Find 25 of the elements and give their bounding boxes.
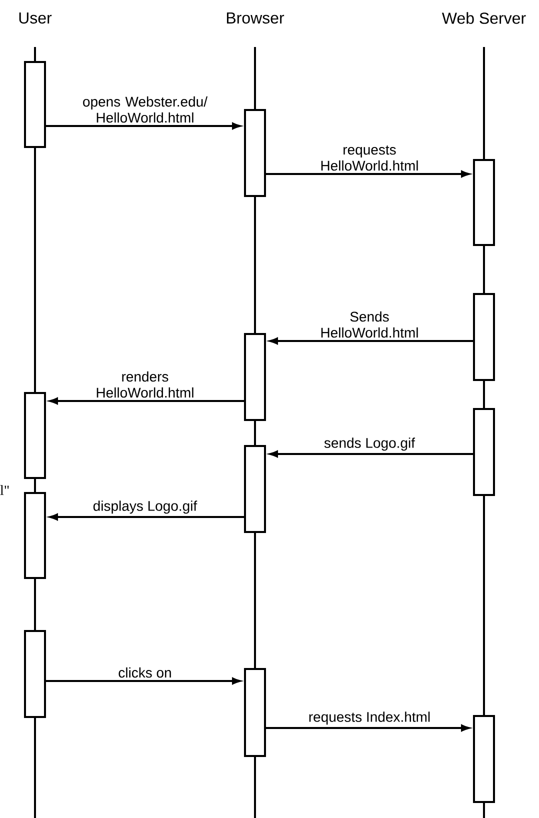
edge-label: renders HelloWorld.html	[96, 371, 194, 398]
activation-bar	[473, 293, 495, 381]
edge-label: displays Logo.gif	[93, 500, 198, 514]
lifeline-header: Browser	[226, 12, 284, 24]
activation-bar	[244, 109, 266, 197]
activation-bar	[473, 159, 495, 246]
edge-label: clicks on	[118, 667, 171, 678]
activation-bar	[244, 333, 266, 421]
activation-bar	[24, 492, 46, 579]
edge-label: requests Index.html	[309, 712, 430, 725]
arrow	[46, 122, 240, 130]
edge-label: opens Webster.edu/ HelloWorld.html	[83, 96, 208, 123]
edge-label: requests HelloWorld.html	[321, 146, 418, 171]
activation-bar	[244, 445, 266, 533]
edge-label: Sends HelloWorld.html	[321, 311, 418, 338]
activation-bar	[24, 61, 46, 148]
activation-bar	[244, 668, 266, 757]
text-fragment: l"	[0, 485, 9, 495]
edge-label: sends Logo.gif	[324, 438, 416, 451]
activation-bar	[24, 392, 46, 479]
activation-bar	[473, 715, 495, 803]
lifeline-header: User	[19, 12, 52, 24]
activation-bar	[24, 630, 46, 718]
lifeline-header: Web Server	[442, 12, 526, 24]
activation-bar	[473, 408, 495, 496]
